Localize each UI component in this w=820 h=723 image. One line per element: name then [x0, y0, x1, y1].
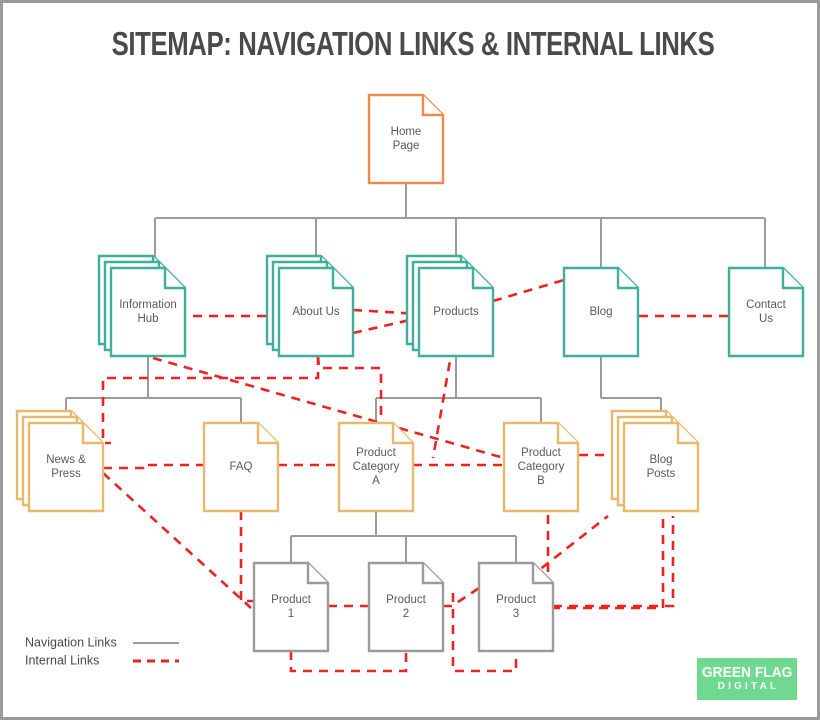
internal-link-about-to-blog: [352, 307, 459, 335]
node-pcata-shape: [337, 421, 415, 513]
node-blogposts-shape: [622, 421, 700, 513]
node-about-fold-corner-icon: [331, 268, 353, 290]
internal-link-prod2-to-prod3: [443, 586, 480, 608]
node-about-label: About Us: [292, 306, 340, 318]
node-products[interactable]: Products: [405, 254, 495, 358]
internal-link-news-to-prod1: [102, 472, 252, 609]
internal-link-faq-to-prod1: [239, 511, 255, 603]
nav-link-pcata-to-prod1: [290, 511, 516, 563]
internal-link-blogposts-to-pcatb: [546, 511, 665, 610]
node-pcatb-fold-corner-icon: [556, 423, 578, 445]
node-prod1-shape: [252, 561, 330, 653]
node-products-fold-corner-icon: [471, 268, 493, 290]
node-faq[interactable]: FAQ: [202, 421, 280, 513]
node-blog-fold-corner-icon: [616, 268, 638, 290]
node-prod2-fold-corner-icon: [421, 563, 443, 585]
node-blog-label: Blog: [589, 306, 612, 318]
internal-link-prod3-to-blogposts: [528, 514, 609, 580]
node-faq-label: FAQ: [229, 461, 252, 473]
nav-link-infohub-to-news: [65, 356, 241, 423]
logo-line-1: GREEN FLAG: [701, 664, 793, 681]
node-prod1-fold-corner-icon: [306, 563, 328, 585]
node-pcatb-shape: [502, 421, 580, 513]
node-products-label: Products: [433, 306, 479, 318]
internal-link-prod3-to-blogposts: [553, 516, 675, 608]
logo-line-2: DIGITAL: [717, 681, 780, 692]
node-prod2-shape: [367, 561, 445, 653]
node-prod3-fold-corner-icon: [531, 563, 553, 585]
internal-link-about-to-pcata: [316, 355, 383, 423]
nav-link-products-to-pcata: [375, 356, 541, 423]
node-news[interactable]: News &Press: [15, 409, 105, 513]
node-infohub-shape: [109, 266, 187, 358]
legend-label-0: Navigation Links: [25, 635, 117, 649]
internal-link-about-to-news: [101, 356, 320, 445]
page-title: SITEMAP: NAVIGATION LINKS & INTERNAL LIN…: [111, 25, 715, 62]
node-infohub-fold-corner-icon: [163, 268, 185, 290]
legend-label-1: Internal Links: [25, 653, 99, 667]
node-blog-shape: [562, 266, 640, 358]
node-news-shape: [27, 421, 105, 513]
internal-link-prod2-to-prod3: [451, 593, 518, 673]
node-faq-fold-corner-icon: [256, 423, 278, 445]
node-pcata-fold-corner-icon: [391, 423, 413, 445]
internal-links-layer: [101, 278, 729, 673]
node-faq-shape: [202, 421, 280, 513]
green-flag-digital-logo: GREEN FLAG DIGITAL: [697, 658, 797, 700]
internal-link-infohub-to-pcatb: [152, 356, 505, 460]
node-home-shape: [367, 93, 445, 185]
node-blogposts-fold-corner-icon: [676, 423, 698, 445]
node-about-shape: [277, 266, 355, 358]
internal-link-products-to-blog: [492, 278, 565, 303]
internal-link-prod1-to-prod2: [289, 651, 408, 673]
node-news-label: News &Press: [46, 454, 86, 480]
node-about[interactable]: About Us: [265, 254, 355, 358]
node-contact-fold-corner-icon: [781, 268, 803, 290]
node-contact-shape: [727, 266, 805, 358]
internal-link-news-to-faq: [103, 463, 204, 470]
node-products-shape: [417, 266, 495, 358]
node-prod3-shape: [477, 561, 555, 653]
node-home-fold-corner-icon: [421, 95, 443, 117]
node-news-fold-corner-icon: [81, 423, 103, 445]
node-blog[interactable]: Blog: [562, 266, 640, 358]
